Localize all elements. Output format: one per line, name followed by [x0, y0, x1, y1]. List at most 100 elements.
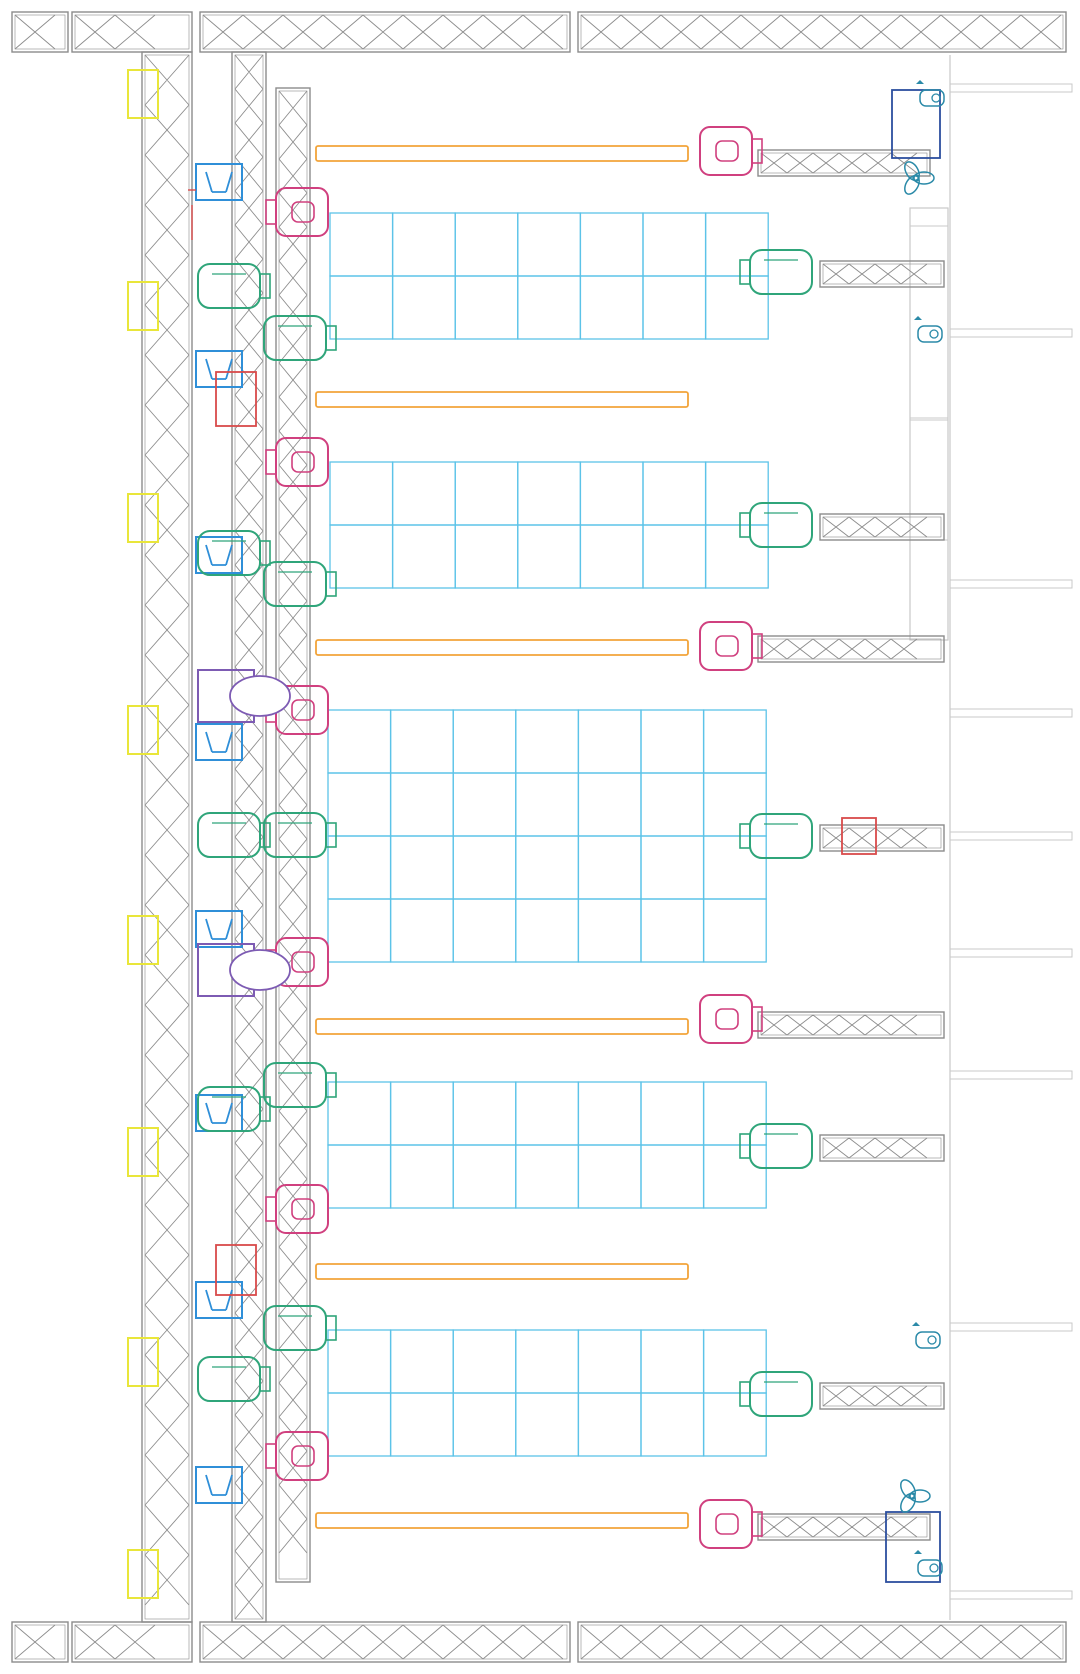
truss-top-middle: [199, 11, 571, 53]
yellow-square-fixture: [127, 705, 159, 755]
led-panel-cell: [640, 898, 705, 963]
lighting-fixtures: [127, 69, 813, 1599]
green-moving-head: [197, 1086, 271, 1132]
blue-hazer-box: [891, 89, 941, 159]
led-panel-cell: [579, 275, 644, 340]
led-panel-cell: [577, 1392, 642, 1457]
blue-wash-fixture: [195, 1281, 243, 1319]
led-panel-cell: [452, 835, 517, 900]
led-panel-cell: [577, 835, 642, 900]
led-panel: [327, 1081, 767, 1209]
led-panel-cell: [327, 1144, 392, 1209]
truss-structures: [11, 11, 1067, 1663]
led-panel-cell: [389, 835, 454, 900]
led-panel-cell: [454, 275, 519, 340]
led-panel-cell: [640, 1144, 705, 1209]
truss-bottom-end: [11, 1621, 69, 1663]
wall-pipe: [949, 83, 1073, 93]
red-dimmer-box: [215, 371, 257, 427]
led-panel-cell: [517, 212, 582, 277]
led-panel-cell: [391, 524, 456, 589]
led-panel-cell: [702, 1392, 767, 1457]
purple-beam: [197, 943, 291, 997]
camera-icon: [916, 80, 945, 107]
truss-top-end: [11, 11, 69, 53]
truss-side-arm: [757, 1513, 931, 1541]
yellow-square-fixture: [127, 915, 159, 965]
led-panel-cell: [391, 461, 456, 526]
led-panel-cell: [515, 772, 580, 837]
magenta-spot: [699, 126, 763, 176]
magenta-spot: [265, 1431, 329, 1481]
led-panel-cell: [642, 461, 707, 526]
led-panel-cell: [704, 461, 769, 526]
blue-wash-fixture: [195, 163, 243, 201]
truss-side-arm: [819, 513, 945, 541]
led-bar: [315, 639, 689, 656]
led-panel-cell: [515, 1081, 580, 1146]
led-bar: [315, 1263, 689, 1280]
led-panel-cell: [452, 772, 517, 837]
green-moving-head: [263, 1305, 337, 1351]
red-dimmer-box: [841, 817, 877, 855]
yellow-square-fixture: [127, 1549, 159, 1599]
wall-pipe: [949, 1070, 1073, 1080]
led-panel-cell: [452, 1392, 517, 1457]
green-moving-head: [197, 530, 271, 576]
truss-side-arm: [819, 824, 945, 852]
led-panel-cell: [452, 898, 517, 963]
led-panel-cell: [577, 772, 642, 837]
led-panel-cell: [577, 1144, 642, 1209]
led-panel-cell: [702, 898, 767, 963]
blue-hazer-box: [885, 1511, 941, 1583]
wall-pipe: [949, 948, 1073, 958]
truss-side-arm: [819, 260, 945, 288]
green-moving-head: [197, 1356, 271, 1402]
led-panel-cell: [702, 772, 767, 837]
led-panel-cell: [577, 1081, 642, 1146]
led-panel-cell: [329, 461, 394, 526]
led-panel-cell: [640, 1329, 705, 1394]
yellow-square-fixture: [127, 69, 159, 119]
led-panel-cell: [389, 709, 454, 774]
magenta-spot: [699, 1499, 763, 1549]
led-panel-cell: [329, 212, 394, 277]
led-panel-cell: [702, 1329, 767, 1394]
led-panel-cell: [327, 772, 392, 837]
led-panel-cell: [327, 835, 392, 900]
led-panel-cell: [327, 709, 392, 774]
green-moving-head: [263, 812, 337, 858]
led-panel-cell: [577, 1329, 642, 1394]
led-panel-cell: [704, 524, 769, 589]
green-moving-head: [739, 502, 813, 548]
green-moving-head: [739, 1371, 813, 1417]
led-panel-cell: [454, 524, 519, 589]
led-panel-cell: [515, 898, 580, 963]
led-panel-cell: [517, 524, 582, 589]
led-panel-cell: [452, 1081, 517, 1146]
green-moving-head: [739, 1123, 813, 1169]
fan-icon: [904, 161, 935, 195]
led-bar: [315, 391, 689, 408]
yellow-square-fixture: [127, 493, 159, 543]
wall-pipe: [949, 831, 1073, 841]
led-bar: [315, 1018, 689, 1035]
truss-bottom-middle: [199, 1621, 571, 1663]
led-bars: [315, 145, 689, 1529]
magenta-spot: [265, 1184, 329, 1234]
green-moving-head: [263, 1062, 337, 1108]
led-panel-cell: [702, 1081, 767, 1146]
led-panel-cell: [640, 709, 705, 774]
wall-pipe: [949, 1322, 1073, 1332]
led-panel-cell: [515, 835, 580, 900]
wall-pipe: [949, 708, 1073, 718]
wall-pipe: [949, 328, 1073, 338]
led-panel-cell: [640, 1392, 705, 1457]
camera-icon: [912, 1322, 941, 1349]
magenta-spot: [265, 437, 329, 487]
yellow-square-fixture: [127, 1337, 159, 1387]
led-panel: [329, 212, 769, 340]
red-dimmer-box: [215, 1244, 257, 1296]
led-panel: [329, 461, 769, 589]
